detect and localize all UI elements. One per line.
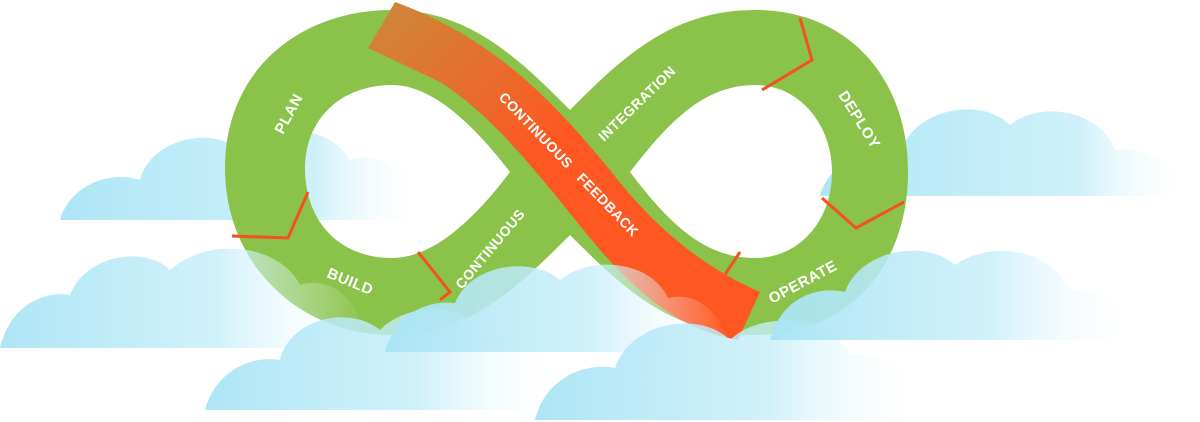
clouds-front <box>0 248 1140 420</box>
cloud-back-right <box>820 109 1190 196</box>
divider-integration-deploy <box>761 17 814 92</box>
divider-deploy-operate <box>821 196 905 230</box>
cloud-front-right <box>535 320 930 420</box>
divider-plan-build <box>231 191 310 240</box>
divider-build-continuous <box>416 251 453 302</box>
continuous-feedback-band <box>368 2 760 340</box>
cloud-front-center <box>385 264 730 352</box>
cloud-front-left <box>0 248 365 348</box>
cloud-front-far-right <box>770 250 1140 340</box>
segment-dividers <box>231 17 905 336</box>
